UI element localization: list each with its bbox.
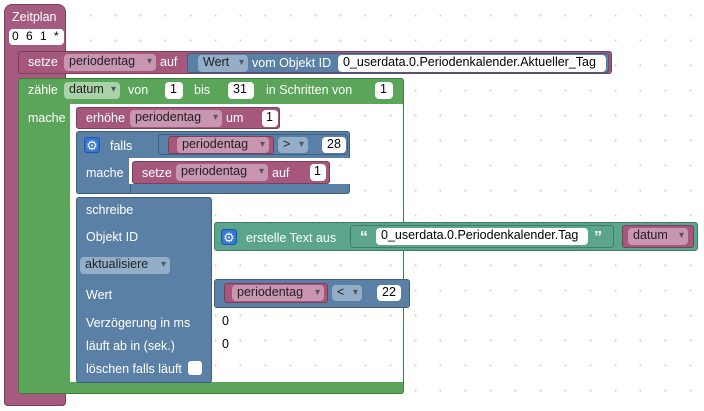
if-set-on-label: auf — [272, 166, 290, 180]
loop-to-field[interactable]: 31 — [228, 82, 254, 99]
create-text-label: erstelle Text aus — [246, 231, 337, 245]
gear-icon[interactable]: ⚙ — [84, 137, 100, 153]
loop-to-label: bis — [194, 83, 210, 97]
compare-value-field[interactable]: 28 — [322, 137, 346, 153]
value-operator-dropdown[interactable]: < — [332, 285, 362, 301]
schedule-title: Zeitplan — [12, 10, 57, 24]
value-type-dropdown[interactable]: Wert — [198, 55, 248, 72]
set-var-on-label: auf — [160, 55, 178, 69]
loop-from-field[interactable]: 1 — [165, 82, 183, 99]
expires-field[interactable]: 0 — [218, 337, 234, 354]
write-label: schreibe — [86, 203, 134, 217]
loop-var-dropdown[interactable]: datum — [64, 82, 120, 99]
set-var-label: setze — [28, 55, 58, 69]
object-id-field[interactable]: 0_userdata.0.Periodenkalender.Aktueller_… — [338, 55, 606, 72]
text-gear-icon[interactable]: ⚙ — [221, 229, 237, 245]
delay-field[interactable]: 0 — [218, 314, 234, 331]
increment-by-label: um — [226, 111, 244, 125]
value-var-dropdown[interactable]: periodentag — [232, 285, 324, 301]
compare-operator-dropdown[interactable]: > — [278, 137, 308, 153]
write-value-label: Wert — [86, 288, 113, 302]
increment-var-dropdown[interactable]: periodentag — [130, 110, 222, 127]
delay-label: Verzögerung in ms — [86, 316, 191, 330]
from-object-label: vom Objekt ID — [252, 56, 332, 70]
loop-do-label: mache — [28, 111, 66, 125]
loop-label: zähle — [28, 83, 58, 97]
value-number-field[interactable]: 22 — [377, 285, 401, 301]
write-mode-dropdown[interactable]: aktualisiere — [80, 257, 170, 274]
clear-if-running-label: löschen falls läuft — [86, 362, 182, 376]
increment-by-field[interactable]: 1 — [262, 110, 278, 127]
schedule-footer — [4, 393, 66, 406]
clear-if-running-checkbox[interactable] — [188, 361, 202, 375]
open-quote-icon: “ — [360, 229, 368, 246]
loop-step-label: in Schritten von — [266, 83, 353, 97]
if-footer — [76, 184, 131, 194]
loop-step-field[interactable]: 1 — [375, 82, 393, 99]
text-literal-field[interactable]: 0_userdata.0.Periodenkalender.Tag — [376, 228, 588, 245]
loop-from-label: von — [128, 83, 149, 97]
schedule-cron-field[interactable]: 0 6 1 * * — [9, 29, 64, 45]
if-label: falls — [110, 139, 133, 153]
write-block[interactable] — [76, 197, 212, 383]
if-do-label: mache — [86, 166, 124, 180]
increment-label: erhöhe — [86, 111, 125, 125]
close-quote-icon: ” — [594, 229, 602, 246]
expires-label: läuft ab in (sek.) — [86, 339, 175, 353]
if-set-value-field[interactable]: 1 — [310, 164, 326, 181]
write-object-id-label: Objekt ID — [86, 230, 139, 244]
compare-var-dropdown[interactable]: periodentag — [177, 137, 269, 153]
if-set-var-dropdown[interactable]: periodentag — [176, 164, 268, 181]
if-set-label: setze — [142, 166, 172, 180]
text-var-dropdown[interactable]: datum — [628, 228, 688, 245]
set-var-dropdown[interactable]: periodentag — [64, 54, 156, 71]
